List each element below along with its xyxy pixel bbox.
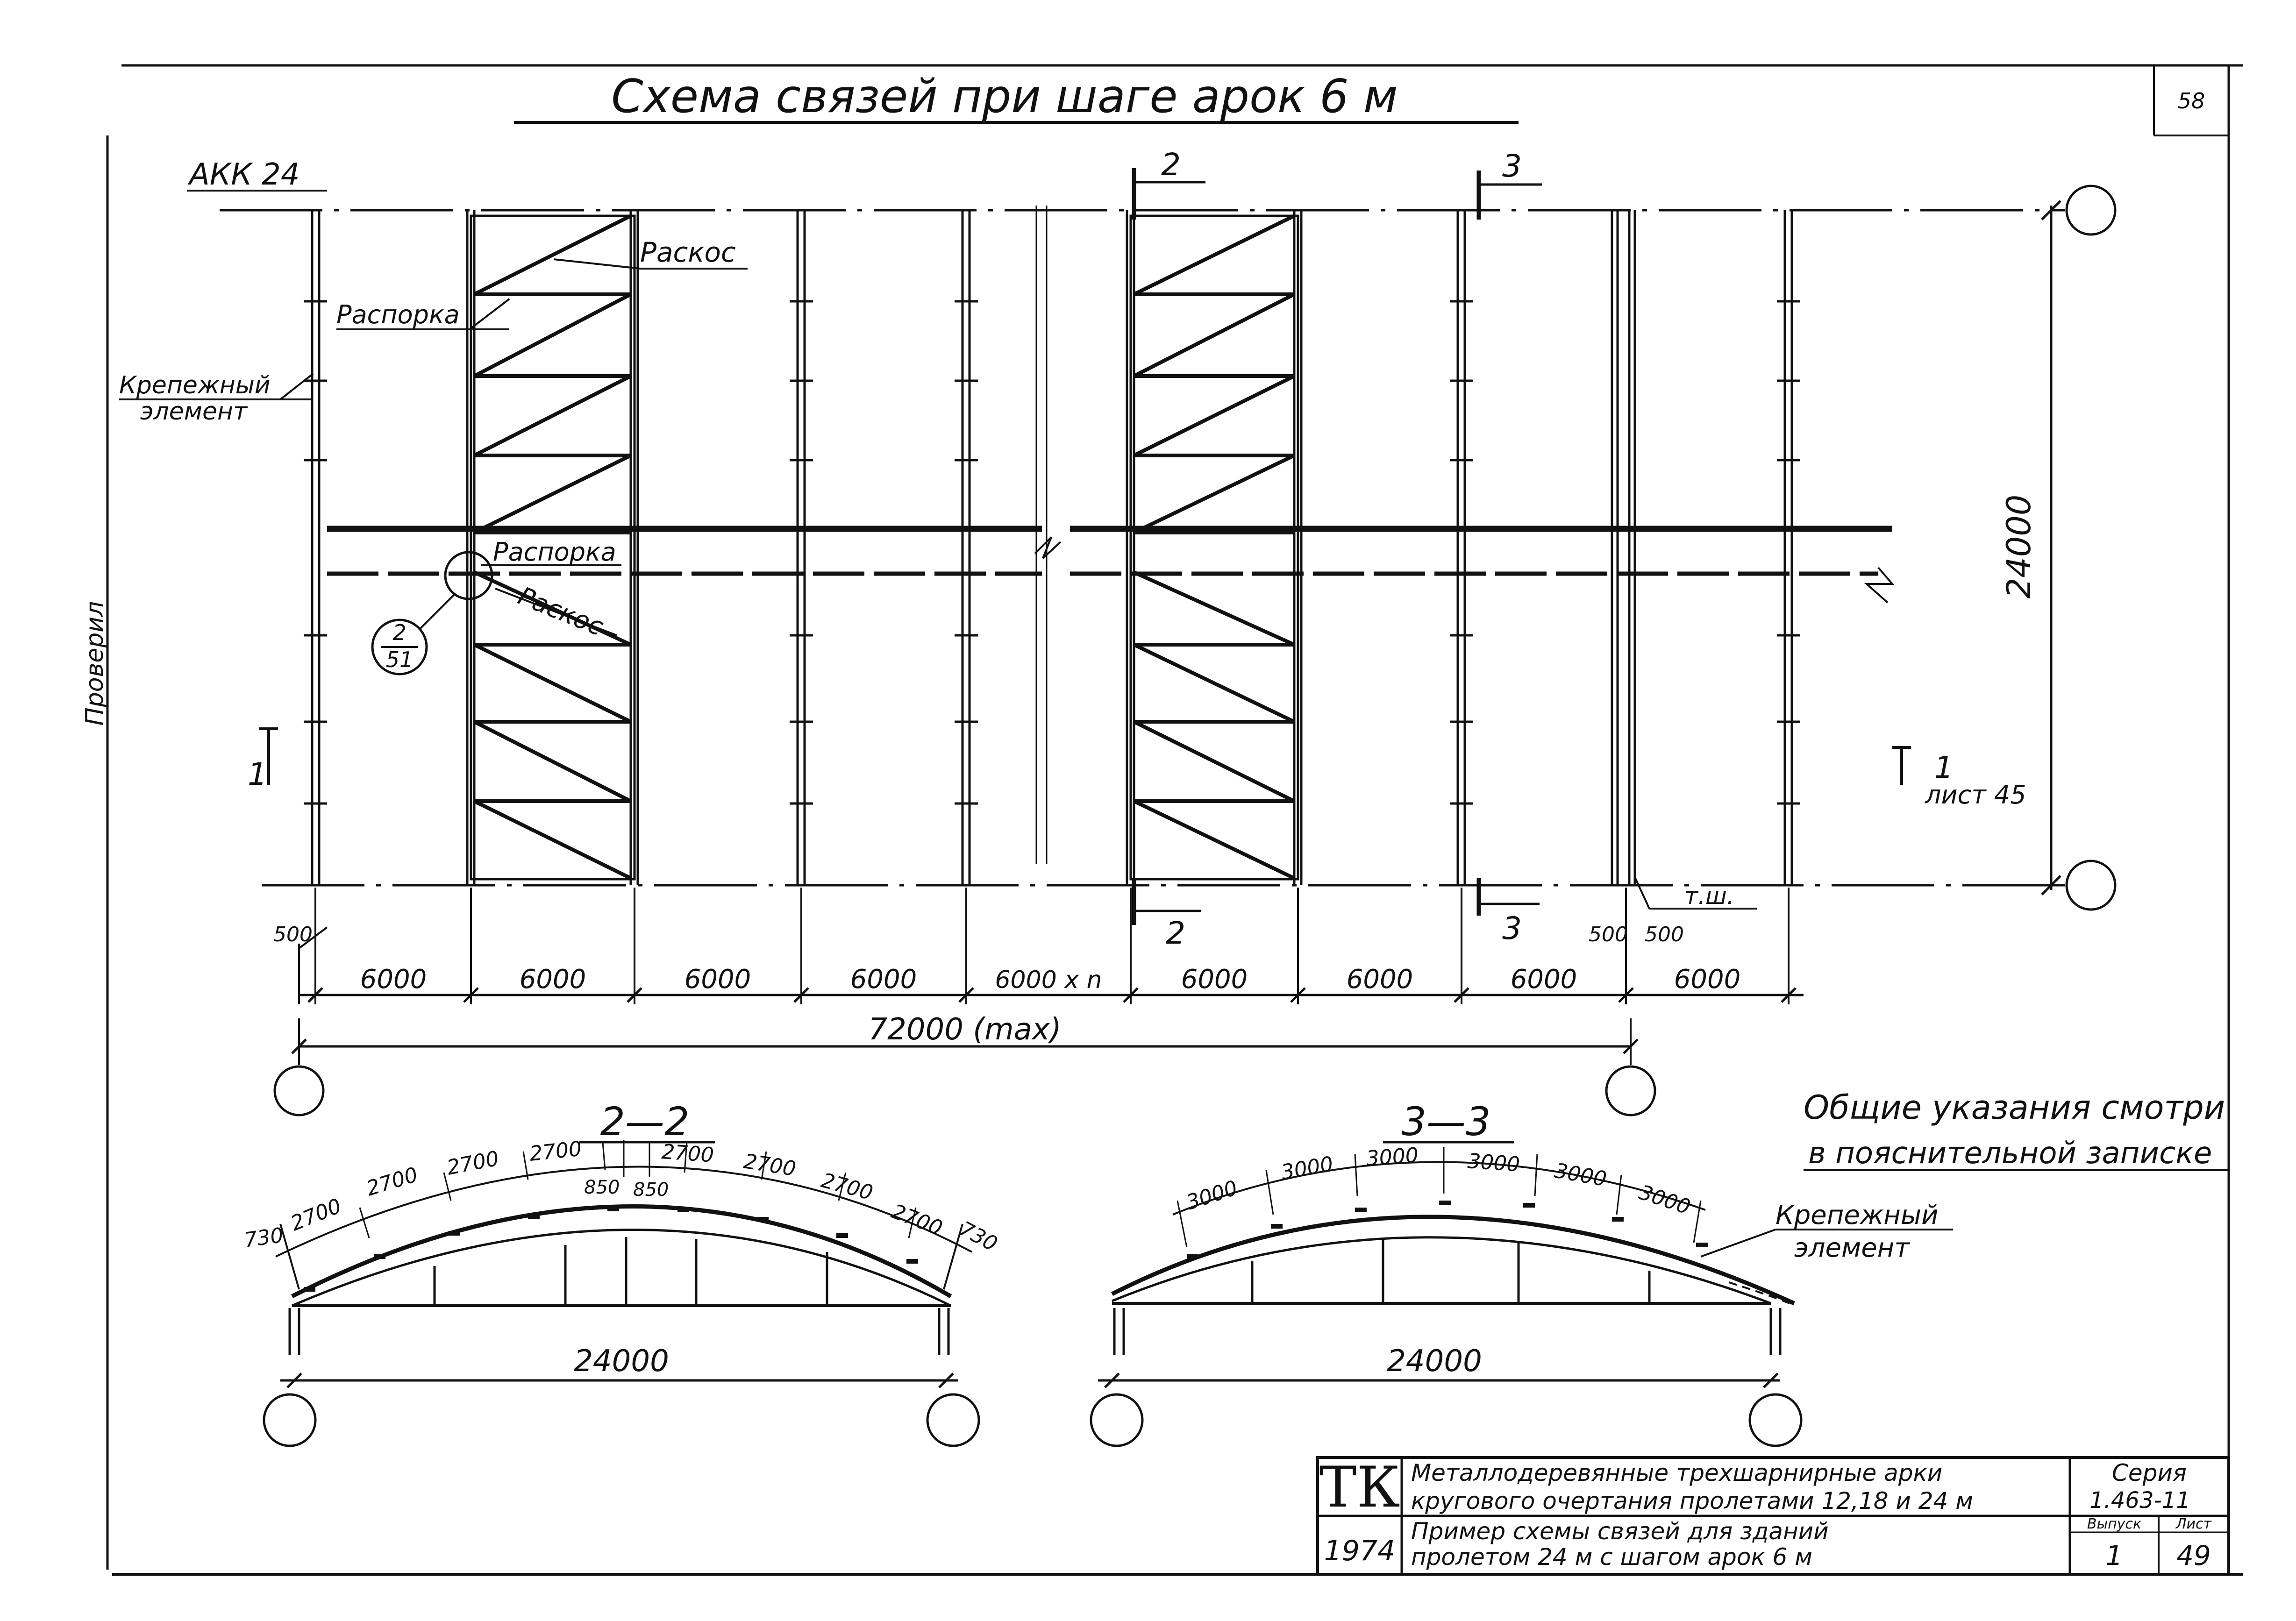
section-mark-2: 2 2 — [1132, 147, 1205, 951]
svg-text:1: 1 — [1934, 751, 1954, 785]
stamp-sheet-label: Лист — [2175, 1516, 2212, 1532]
svg-text:2700: 2700 — [445, 1146, 501, 1180]
stamp-title-3: Пример схемы связей для зданий — [1411, 1518, 1829, 1545]
section-mark-1-right: 1 лист 45 — [1892, 746, 2026, 810]
stamp-sheet: 49 — [2176, 1540, 2211, 1571]
svg-text:730: 730 — [242, 1223, 285, 1252]
bracing-panel-left — [470, 214, 636, 881]
svg-text:3000: 3000 — [1636, 1180, 1693, 1219]
section-3-3-fastening-2: элемент — [1794, 1233, 1910, 1263]
svg-text:1: 1 — [248, 756, 267, 792]
notes-line-1: Общие указания смотри — [1804, 1088, 2225, 1127]
svg-text:6000: 6000 — [685, 964, 751, 995]
page-title: Схема связей при шаге арок 6 м — [611, 70, 1398, 123]
stamp-year: 1974 — [1324, 1535, 1396, 1567]
stamp-title-1: Металлодеревянные трехшарнирные арки — [1411, 1459, 1942, 1486]
svg-text:850: 850 — [584, 1177, 620, 1198]
label-raskos-mid: Раскос — [514, 581, 607, 642]
svg-text:2700: 2700 — [661, 1140, 714, 1167]
axis-circle-bottom-right — [2065, 860, 2117, 911]
svg-text:6000: 6000 — [850, 964, 917, 995]
title-block: ТК 1974 Металлодеревянные трехшарнирные … — [1316, 1455, 2230, 1576]
bracing-panel-right — [1129, 214, 1299, 881]
axis-circle-s2-left — [263, 1393, 317, 1447]
svg-text:3000: 3000 — [1279, 1152, 1335, 1185]
axis-circle-top-right — [2065, 185, 2117, 236]
label-sheet-45: лист 45 — [1925, 780, 2026, 810]
ridge-line — [327, 526, 1895, 604]
node-ref-circle — [371, 619, 428, 675]
axis-circle-s2-right — [926, 1393, 980, 1447]
stamp-title-4: пролетом 24 м с шагом арок 6 м — [1411, 1543, 1812, 1571]
svg-text:6000: 6000 — [1674, 964, 1741, 995]
svg-text:3000: 3000 — [1467, 1149, 1520, 1177]
stamp-title-2: кругового очертания пролетами 12,18 и 24… — [1411, 1487, 1973, 1514]
axis-circle-s3-left — [1090, 1393, 1144, 1447]
section-3-3-span: 24000 — [1387, 1344, 1482, 1379]
axis-circle-s3-right — [1748, 1393, 1803, 1447]
svg-text:6000: 6000 — [1511, 964, 1577, 995]
node-ref-top: 2 — [392, 620, 406, 645]
section-3-3-fastening-1: Крепежный — [1775, 1200, 1939, 1230]
axis-circle-bottom-mid — [1605, 1065, 1656, 1116]
general-notes: Общие указания смотри в пояснительной за… — [1804, 1088, 2229, 1171]
dim-total-72000: 72000 (max) — [868, 1012, 1061, 1047]
label-raskos-top: Раскос — [640, 236, 736, 268]
section-mark-1-left: 1 — [248, 727, 278, 792]
node-detail-circle — [444, 551, 493, 600]
node-ref-bottom: 51 — [386, 647, 414, 672]
svg-text:3: 3 — [1502, 148, 1522, 184]
plan-view: АКК 24 — [119, 147, 2117, 1116]
svg-text:6000: 6000 — [520, 964, 586, 995]
dim-height-24000: 24000 — [2000, 495, 2038, 599]
label-fastening-1: Крепежный — [119, 371, 271, 399]
stamp-issue-label: Выпуск — [2087, 1516, 2141, 1532]
svg-text:3: 3 — [1502, 910, 1522, 946]
svg-text:2: 2 — [1166, 915, 1185, 951]
svg-text:3000: 3000 — [1553, 1159, 1608, 1192]
svg-text:3000: 3000 — [1184, 1176, 1241, 1215]
svg-text:6000: 6000 — [360, 964, 427, 995]
axis-circle-bottom-left — [273, 1065, 325, 1116]
svg-text:850: 850 — [633, 1179, 669, 1201]
arch-lines — [311, 206, 1793, 885]
svg-text:6000 х n: 6000 х n — [995, 966, 1102, 994]
svg-text:2700: 2700 — [528, 1137, 583, 1166]
svg-text:2700: 2700 — [888, 1200, 946, 1241]
section-mark-3: 3 3 — [1476, 148, 1542, 946]
notes-line-2: в пояснительной записке — [1808, 1136, 2212, 1171]
label-fastening-2: элемент — [140, 398, 248, 426]
stamp-issue: 1 — [2106, 1540, 2123, 1571]
svg-text:3000: 3000 — [1365, 1143, 1419, 1171]
svg-text:730: 730 — [955, 1217, 1001, 1256]
label-ridge-hinge: т.ш. — [1684, 882, 1734, 910]
span-dimension-chain: 6000 6000 6000 6000 6000 х n 6000 6000 6… — [291, 888, 1804, 1065]
label-rasporka-top: Распорка — [336, 300, 460, 329]
svg-text:2700: 2700 — [364, 1163, 421, 1201]
checked-by-label: Проверил — [81, 601, 109, 726]
stamp-series: 1.463-11 — [2089, 1487, 2190, 1514]
arch-label: АКК 24 — [187, 157, 299, 192]
svg-text:6000: 6000 — [1181, 964, 1248, 995]
stamp-series-label: Серия — [2112, 1459, 2187, 1486]
svg-text:2: 2 — [1161, 147, 1181, 183]
section-2-2: 2—2 730 2700 2700 2700 2700 850 850 2700… — [242, 1099, 1001, 1447]
svg-text:6000: 6000 — [1347, 964, 1413, 995]
section-2-2-label: 2—2 — [600, 1099, 690, 1145]
section-3-3-label: 3—3 — [1402, 1099, 1491, 1145]
page-number: 58 — [2178, 88, 2205, 114]
dim-500-mid-b: 500 — [1645, 923, 1684, 946]
label-rasporka-mid: Распорка — [493, 537, 616, 567]
dim-500-mid-a: 500 — [1589, 923, 1628, 946]
fastening-ticks — [304, 300, 1800, 805]
section-2-2-span: 24000 — [574, 1344, 669, 1379]
drawing-frame — [106, 64, 2243, 1576]
stamp-org: ТК — [1319, 1455, 1400, 1520]
